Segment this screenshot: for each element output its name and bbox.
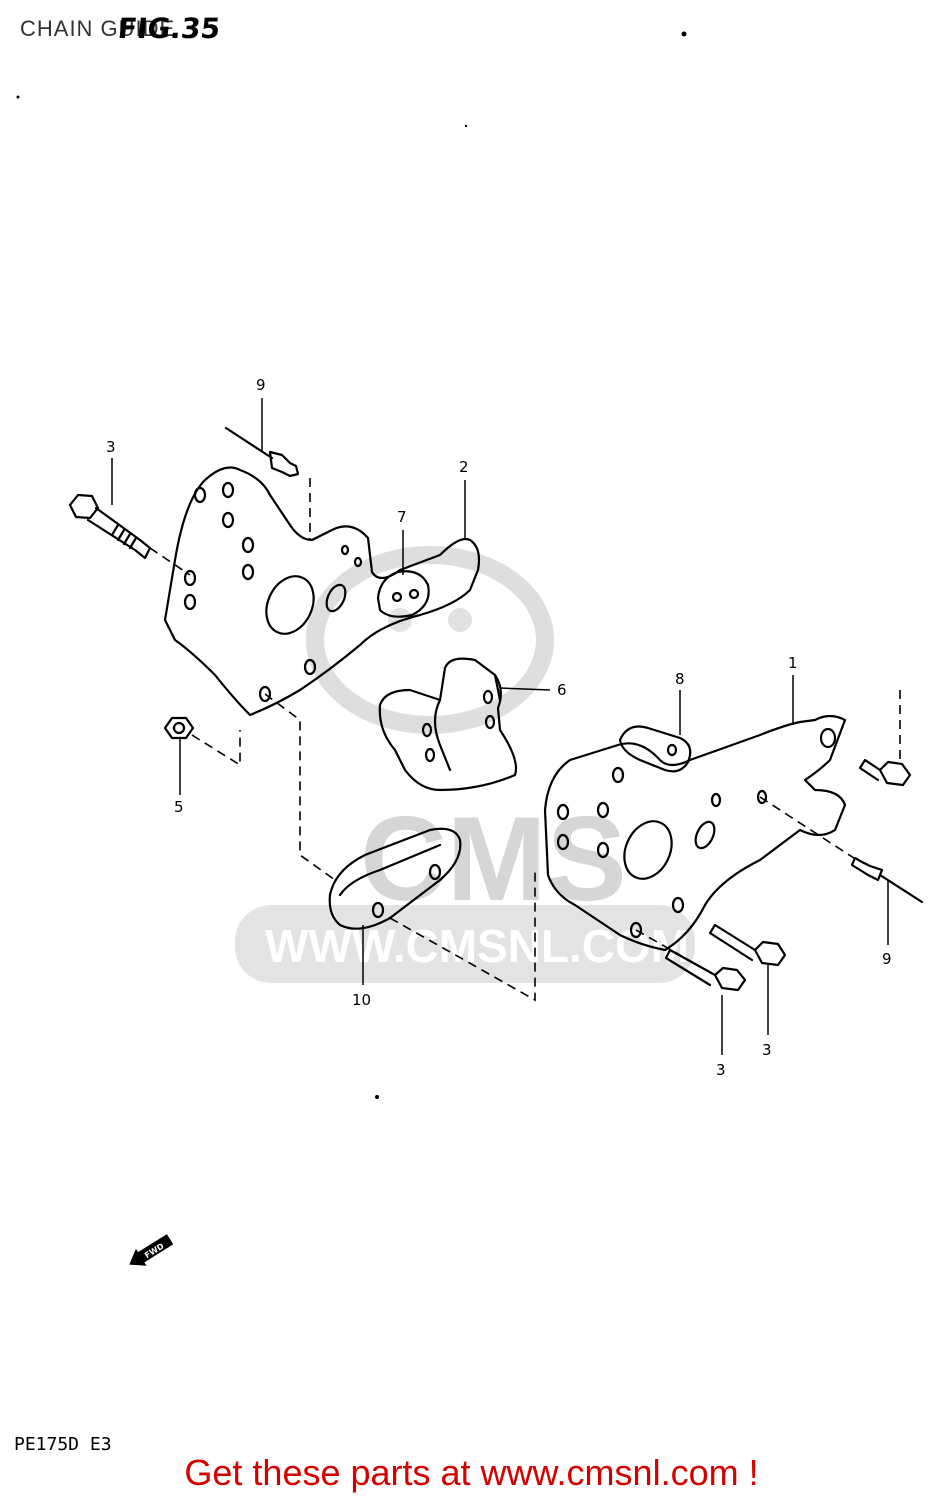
slider-pad-part-10 <box>328 827 462 930</box>
callout-7: 7 <box>397 508 407 526</box>
assembly-guide-lines <box>149 478 901 1002</box>
nut-part-5 <box>163 716 195 740</box>
chain-guide-block-part-6 <box>378 657 518 792</box>
right-guide-plate-part-1 <box>543 714 847 952</box>
bolt-part-3-lower-a <box>664 948 747 992</box>
bracket-part-8 <box>618 725 692 773</box>
callout-numbers: 9 3 2 7 6 8 1 5 9 10 3 3 <box>106 376 892 1079</box>
left-guide-plate-part-2 <box>163 466 481 717</box>
callout-6: 6 <box>557 681 567 699</box>
callout-10: 10 <box>352 991 371 1009</box>
forward-direction-arrow: FWD <box>129 1234 174 1266</box>
cmsnl-watermark: CMS WWW.CMSNL.COM <box>235 546 695 983</box>
model-code: PE175D E3 <box>14 1434 112 1455</box>
watermark-url: WWW.CMSNL.COM <box>265 920 689 972</box>
bolt-part-3-right <box>858 758 912 787</box>
scan-specks <box>16 31 687 1099</box>
callout-1: 1 <box>788 654 798 672</box>
cmsnl-link-banner[interactable]: Get these parts at www.cmsnl.com ! <box>184 1452 759 1493</box>
grommet-part-7 <box>376 570 430 618</box>
rivet-part-9-top <box>224 426 300 478</box>
bolt-part-3-left <box>68 493 152 560</box>
callout-3-left: 3 <box>106 438 116 456</box>
bolt-part-3-lower-b <box>708 923 787 967</box>
callout-5: 5 <box>174 798 184 816</box>
rivet-part-9-right <box>850 856 924 904</box>
callout-9-right: 9 <box>882 950 892 968</box>
callout-8: 8 <box>675 670 685 688</box>
diagram-title: CHAIN GUIDE <box>20 16 176 41</box>
parts-linework <box>68 426 924 992</box>
callout-3-lower-b: 3 <box>762 1041 772 1059</box>
callout-leaders <box>111 398 889 1055</box>
callout-9-top: 9 <box>256 376 266 394</box>
callout-2: 2 <box>459 458 469 476</box>
callout-3-lower-a: 3 <box>716 1061 726 1079</box>
